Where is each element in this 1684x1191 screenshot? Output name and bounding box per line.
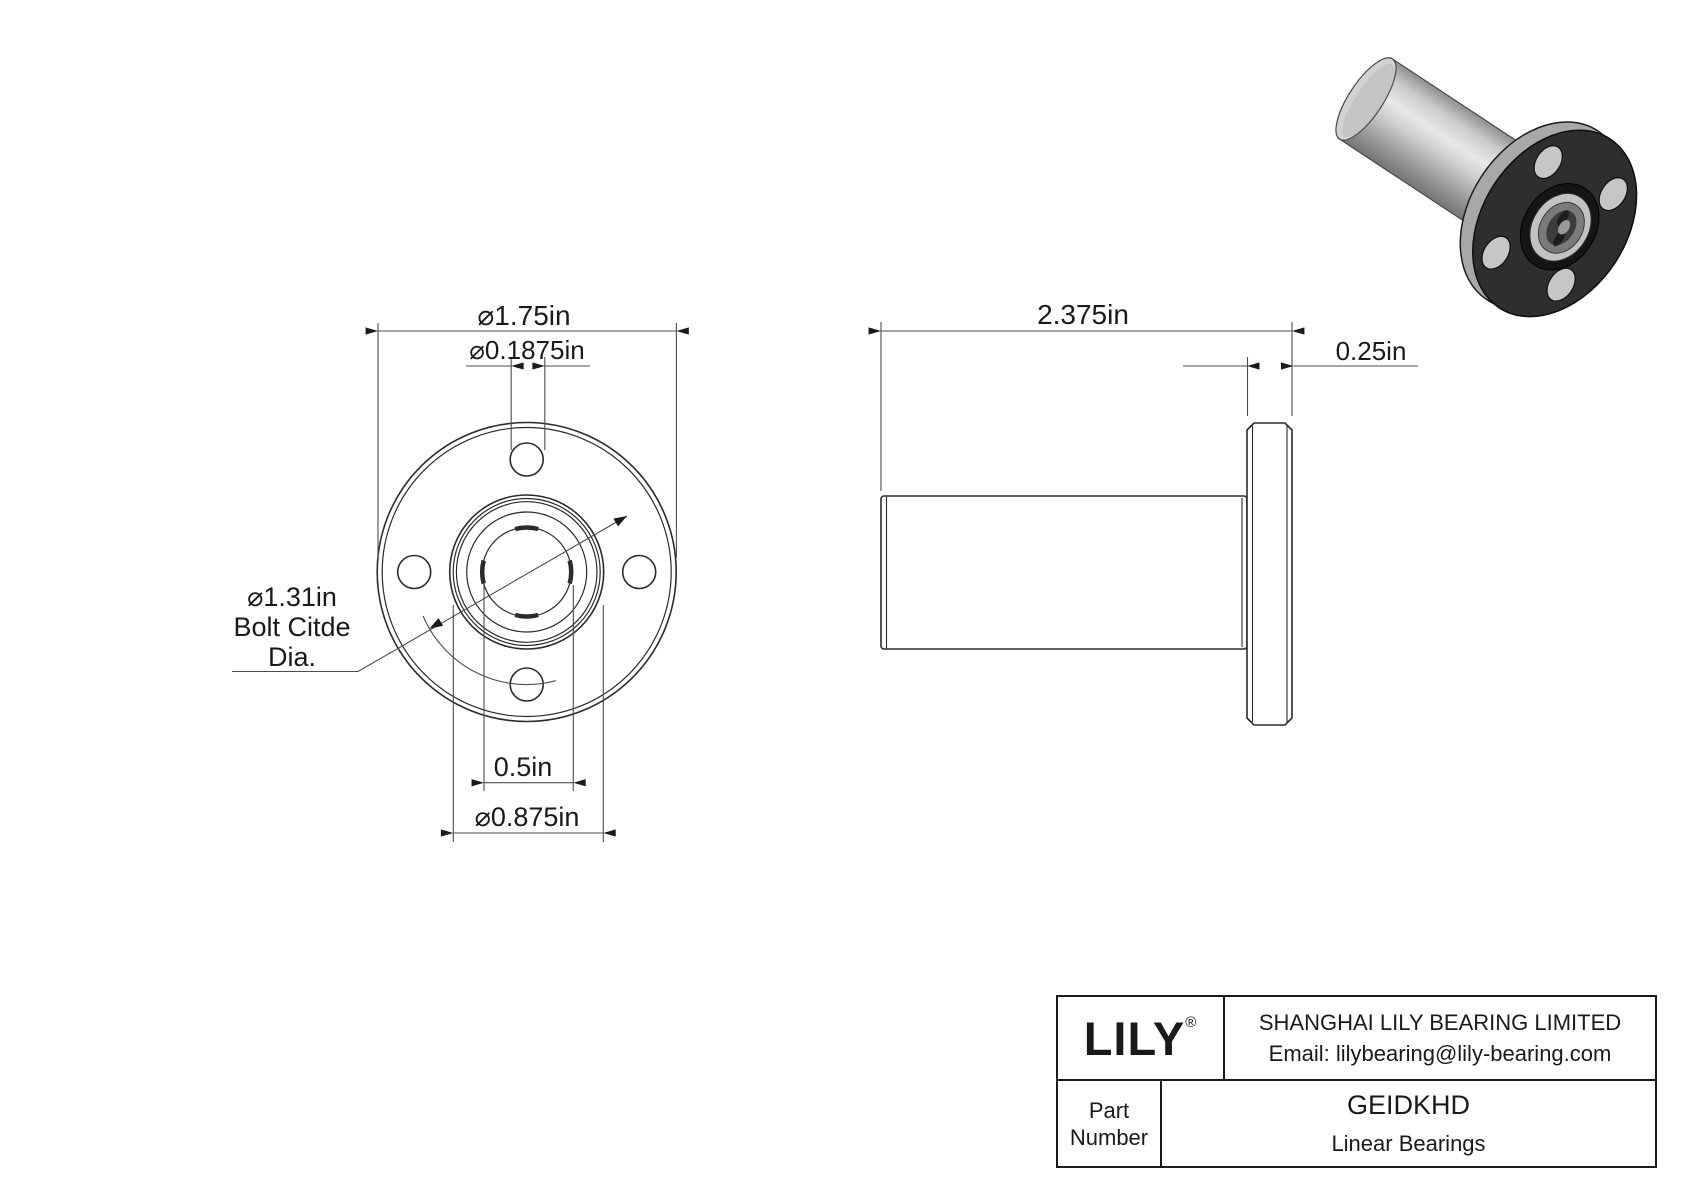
- company-name: SHANGHAI LILY BEARING LIMITED: [1258, 1009, 1622, 1035]
- registered-trademark-icon: ®: [1185, 1013, 1198, 1031]
- flange-outline: [376, 421, 678, 723]
- title-block: LILY® SHANGHAI LILY BEARING LIMITED Emai…: [1056, 995, 1657, 1168]
- flange-3d-bore: [1519, 182, 1600, 271]
- company-info: SHANGHAI LILY BEARING LIMITED Email: lil…: [1225, 997, 1655, 1079]
- bolt-circle-label-line2: Bolt Citde: [233, 612, 350, 642]
- dim-sleeve-od-text: ⌀0.875in: [475, 802, 580, 832]
- dim-bolt-hole-text: ⌀0.1875in: [469, 335, 584, 365]
- bore-outline: [479, 525, 574, 619]
- part-number-label: Part Number: [1058, 1081, 1162, 1166]
- bolt-hole-left: [396, 554, 432, 590]
- sleeve-outline: [448, 494, 605, 650]
- dim-flange-thickness-text: 0.25in: [1336, 336, 1407, 366]
- bolt-circle-arc: [422, 615, 556, 686]
- side-view-dimensions: [868, 322, 1418, 491]
- side-body-outline: [880, 495, 1248, 650]
- logo-text: LILY: [1083, 1011, 1186, 1065]
- part-number-cell: GEIDKHD Linear Bearings: [1162, 1081, 1655, 1166]
- bolt-hole-top: [509, 442, 545, 477]
- front-view-dimensions: [232, 323, 689, 842]
- title-block-row-company: LILY® SHANGHAI LILY BEARING LIMITED Emai…: [1058, 997, 1655, 1081]
- iso-3d-view: [1335, 56, 1638, 318]
- part-label-line1: Part: [1088, 1097, 1130, 1123]
- bolt-hole-bottom: [509, 667, 545, 702]
- bolt-circle-label-line1: ⌀1.31in: [247, 582, 337, 612]
- company-logo: LILY®: [1058, 997, 1225, 1079]
- part-number-value: GEIDKHD: [1346, 1090, 1471, 1120]
- title-block-row-part: Part Number GEIDKHD Linear Bearings: [1058, 1081, 1655, 1166]
- front-view: [376, 421, 678, 723]
- side-view-dim-text: 2.375in 0.25in: [1037, 299, 1406, 366]
- bolt-circle-label-line3: Dia.: [268, 642, 316, 672]
- bolt-circle-leader: [232, 515, 628, 673]
- part-label-line2: Number: [1069, 1124, 1149, 1150]
- dim-flange-od-text: ⌀1.75in: [477, 300, 570, 331]
- product-category: Linear Bearings: [1331, 1131, 1486, 1156]
- company-email: Email: lilybearing@lily-bearing.com: [1268, 1040, 1612, 1066]
- bearing-3d-flange: [1459, 121, 1638, 318]
- side-flange-outline: [1246, 422, 1293, 726]
- front-view-dim-text: ⌀1.75in ⌀0.1875in ⌀1.31in Bolt Citde Dia…: [233, 300, 584, 832]
- side-view: [880, 422, 1293, 726]
- flange-3d-bolt-holes: [1481, 145, 1628, 302]
- dim-length-text: 2.375in: [1037, 299, 1129, 330]
- dim-bore-text: 0.5in: [494, 752, 553, 782]
- bolt-hole-right: [621, 554, 657, 590]
